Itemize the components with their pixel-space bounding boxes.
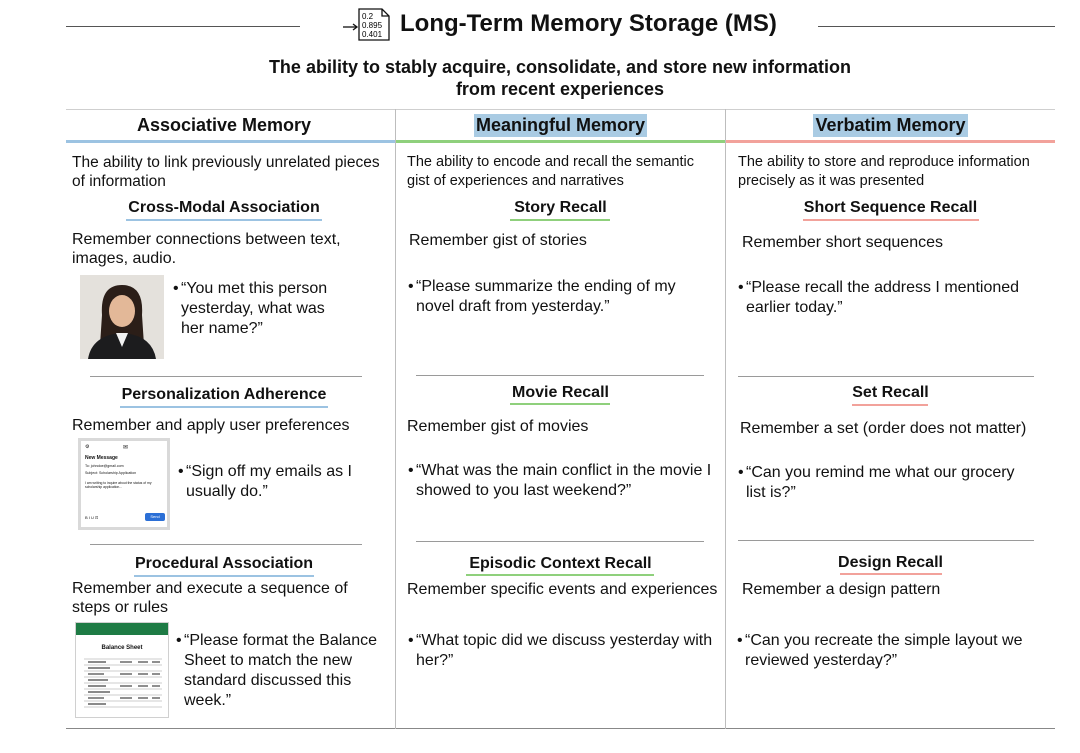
section-text: Remember specific events and experiences (407, 581, 718, 598)
section-title: Movie Recall (512, 384, 609, 401)
section-underline (852, 404, 928, 406)
example-quote: •“Please summarize the ending of my nove… (408, 277, 708, 317)
section-underline (134, 575, 314, 577)
email-send-button: Send (145, 513, 165, 521)
email-heading: New Message (85, 455, 118, 461)
woman-portrait-photo (80, 275, 164, 359)
sheet-heading: Balance Sheet (101, 645, 143, 651)
email-to: To: johndoe@gmail.com (85, 464, 124, 468)
example-text: “What topic did we discuss yesterday wit… (416, 632, 713, 669)
column-separator (725, 109, 726, 729)
column-description: The ability to store and reproduce infor… (738, 154, 1030, 189)
example-quote: •“Please format the Balance Sheet to mat… (176, 631, 382, 711)
title-rule-left (66, 26, 300, 27)
example-quote: •“Can you remind me what our grocery lis… (738, 463, 1038, 503)
icon-value: 0.401 (362, 30, 383, 39)
section-underline (840, 573, 942, 575)
section-title: Set Recall (852, 384, 929, 401)
section-underline (120, 406, 328, 408)
table-top-border (66, 109, 1055, 110)
subtitle-line-2: from recent experiences (455, 79, 665, 99)
example-quote: •“Sign off my emails as I usually do.” (178, 462, 368, 502)
section-divider (416, 375, 704, 376)
section-text: Remember gist of movies (407, 418, 589, 435)
example-quote: •“What was the main conflict in the movi… (408, 462, 712, 499)
section-divider (738, 376, 1034, 377)
balance-sheet-screenshot: Balance Sheet (75, 622, 169, 718)
example-quote: •“Please recall the address I mentioned … (738, 278, 1038, 318)
section-text: Remember gist of stories (409, 232, 587, 249)
section-underline (466, 574, 654, 576)
section-title: Cross-Modal Association (128, 199, 320, 216)
column-description: The ability to link previously unrelated… (72, 154, 380, 190)
section-text: Remember and apply user preferences (72, 417, 350, 434)
data-table-icon: 0.2 0.895 0.401 (343, 8, 390, 41)
column-title: Verbatim Memory (813, 113, 968, 137)
example-quote: •“What topic did we discuss yesterday wi… (408, 631, 718, 671)
title-rule-right (818, 26, 1055, 27)
column-title: Associative Memory (136, 114, 312, 135)
example-text: “Please recall the address I mentioned e… (746, 279, 1020, 316)
example-text: “What was the main conflict in the movie… (416, 462, 712, 499)
email-draft-screenshot: ⚙ ✉ New Message To: johndoe@gmail.com Su… (78, 438, 170, 530)
example-text: “Sign off my emails as I usually do.” (186, 463, 352, 500)
subtitle-line-1: The ability to stably acquire, consolida… (268, 57, 852, 77)
section-text: Remember and execute a sequence of steps… (72, 580, 348, 616)
column-description: The ability to encode and recall the sem… (407, 154, 694, 189)
title-text: Long-Term Memory Storage (MS) (400, 10, 777, 37)
section-underline (126, 219, 322, 221)
example-quote: •“You met this person yesterday, what wa… (173, 279, 343, 339)
email-subject: Subject: Scholarship Application (85, 471, 137, 475)
section-text: Remember connections between text, image… (72, 231, 341, 267)
example-text: “Can you recreate the simple layout we r… (745, 632, 1023, 669)
section-title: Design Recall (838, 554, 943, 571)
section-text: Remember a set (order does not matter) (740, 420, 1027, 437)
column-header-meaningful: Meaningful Memory (396, 110, 725, 140)
example-text: “Please summarize the ending of my novel… (416, 278, 676, 315)
section-text: Remember a design pattern (742, 581, 941, 598)
section-divider (90, 544, 362, 545)
example-text: “You met this person yesterday, what was… (181, 280, 328, 337)
section-divider (90, 376, 362, 377)
column-underline-meaningful (396, 140, 725, 143)
section-title: Story Recall (514, 199, 607, 216)
section-title: Personalization Adherence (121, 386, 327, 403)
column-header-verbatim: Verbatim Memory (726, 110, 1055, 140)
section-underline (803, 219, 979, 221)
section-text: Remember short sequences (742, 234, 943, 251)
example-text: “Please format the Balance Sheet to matc… (184, 632, 377, 709)
column-underline-associative (66, 140, 395, 143)
section-divider (416, 541, 704, 542)
section-title: Procedural Association (134, 555, 314, 572)
example-text: “Can you remind me what our grocery list… (746, 464, 1015, 501)
section-divider (738, 540, 1034, 541)
icon-value: 0.895 (362, 21, 383, 30)
page-title: 0.2 0.895 0.401 Long-Term Memory Storage… (342, 6, 777, 42)
column-header-associative: Associative Memory (66, 110, 382, 140)
example-quote: •“Can you recreate the simple layout we … (737, 631, 1037, 671)
section-underline (510, 219, 610, 221)
table-bottom-border (66, 728, 1055, 729)
section-title: Short Sequence Recall (803, 199, 978, 216)
icon-value: 0.2 (362, 12, 374, 21)
column-underline-verbatim (726, 140, 1055, 143)
email-body: I am writing to inquire about the status… (85, 481, 152, 490)
section-title: Episodic Context Recall (469, 555, 652, 572)
section-underline (510, 403, 610, 405)
column-title: Meaningful Memory (473, 113, 647, 137)
column-separator (395, 109, 396, 729)
